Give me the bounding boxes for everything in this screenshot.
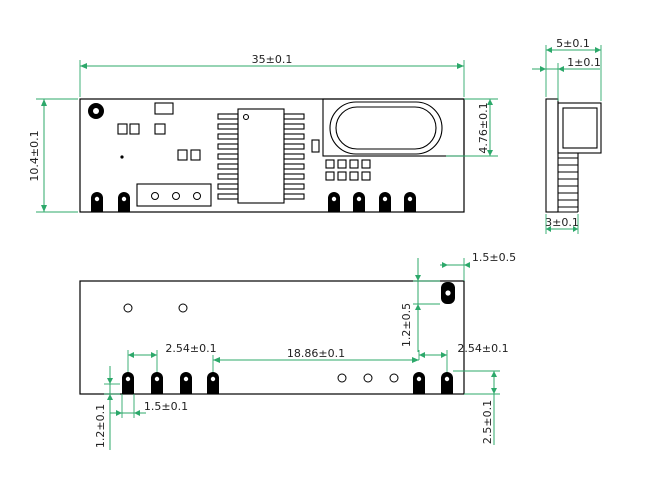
pitch-right-dimension: 2.54±0.1 (418, 342, 509, 372)
side-total-label: 5±0.1 (556, 37, 590, 50)
bottom-view: 1.5±0.5 1.2±0.5 2.54±0.1 18.86±0.1 (79, 251, 516, 450)
pin-length-label: 2.5±0.1 (481, 400, 494, 444)
side-view-pins (558, 153, 579, 213)
span-dimension: 18.86±0.1 (212, 347, 419, 372)
height-dimension: 10.4±0.1 (28, 98, 78, 213)
crystal-body (329, 101, 443, 155)
via-dot (120, 155, 124, 159)
pin-width-label: 1.5±0.1 (144, 400, 188, 413)
height-label: 10.4±0.1 (28, 130, 41, 181)
crystal-height-label: 4.76±0.1 (477, 102, 490, 153)
header-block (136, 183, 212, 207)
pin-bottom-dimension: 1.2±0.1 (94, 366, 120, 450)
smd-pad (311, 139, 320, 153)
side-view-board (545, 98, 559, 213)
pad-offset-dimension: 1.5±0.5 (440, 251, 516, 281)
ic-right-leads (283, 113, 305, 200)
side-top-label: 1±0.1 (567, 56, 601, 69)
ic-left-leads (217, 113, 239, 200)
length-label: 35±0.1 (252, 53, 293, 66)
smd-pad (117, 123, 128, 135)
header-hole (172, 192, 180, 200)
header-hole (151, 192, 159, 200)
small-pads-row (325, 159, 371, 181)
pitch-left-label: 2.54±0.1 (165, 342, 216, 355)
smd-pad (177, 149, 188, 161)
top-view: 35±0.1 10.4±0.1 4.76±0.1 (28, 53, 498, 213)
span-label: 18.86±0.1 (287, 347, 345, 360)
side-bottom-dimension: 3±0.1 (545, 214, 579, 234)
bottom-view-pins (122, 372, 453, 394)
pitch-left-dimension: 2.54±0.1 (127, 342, 217, 372)
side-view: 5±0.1 1±0.1 3±0.1 (532, 37, 602, 234)
mounting-hole (178, 303, 188, 313)
smd-pad (154, 123, 166, 135)
pin-width-dimension: 1.5±0.1 (110, 394, 188, 418)
bottom-view-board-outline (79, 280, 465, 395)
side-bottom-label: 3±0.1 (545, 216, 579, 229)
header-hole (389, 373, 399, 383)
header-hole (337, 373, 347, 383)
mounting-hole (93, 108, 99, 114)
smd-pad (129, 123, 140, 135)
ic-pin1-marker (242, 113, 250, 121)
pin-length-dimension: 2.5±0.1 (453, 370, 500, 445)
ic-chip-body (237, 108, 285, 204)
side-top-dimension: 1±0.1 (532, 56, 601, 101)
pad-height-dimension: 1.2±0.5 (400, 258, 440, 352)
crystal-outline (322, 98, 465, 157)
side-total-dimension: 5±0.1 (545, 37, 602, 101)
header-hole (193, 192, 201, 200)
pad-offset-label: 1.5±0.5 (472, 251, 516, 264)
mounting-hole (123, 303, 133, 313)
length-dimension: 35±0.1 (79, 53, 465, 97)
crystal-inner (335, 106, 437, 150)
smd-pad (190, 149, 201, 161)
pad-height-label: 1.2±0.5 (400, 303, 413, 347)
top-view-pins (91, 192, 416, 212)
side-view-crystal-inner (562, 107, 598, 149)
pin-bottom-label: 1.2±0.1 (94, 404, 107, 448)
smd-pad (154, 102, 174, 115)
header-hole (363, 373, 373, 383)
crystal-height-dimension: 4.76±0.1 (446, 98, 498, 157)
pitch-right-label: 2.54±0.1 (457, 342, 508, 355)
side-view-crystal (557, 102, 602, 154)
